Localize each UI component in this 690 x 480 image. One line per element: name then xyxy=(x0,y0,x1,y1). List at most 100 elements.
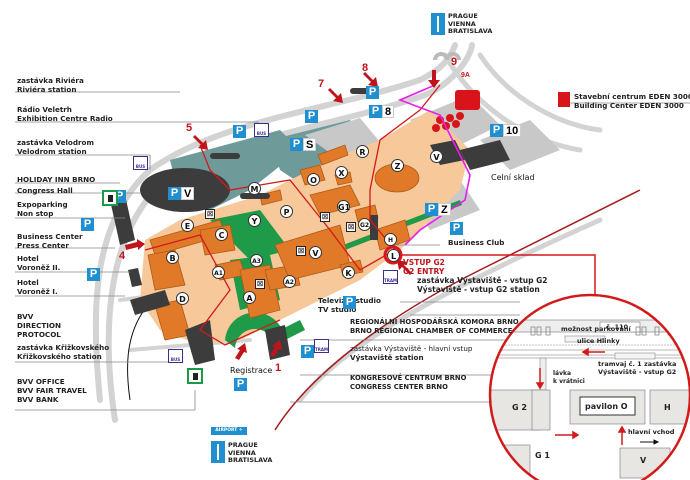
inset-g2: G 2 xyxy=(512,403,527,412)
restaurant-icon: ⊠ xyxy=(255,279,265,289)
gate-1: 1 xyxy=(275,362,282,374)
pavilion-m[interactable]: P xyxy=(280,205,293,218)
pavilion-e[interactable]: E xyxy=(181,219,194,232)
gate-arrows xyxy=(125,70,440,360)
highway-interchange xyxy=(433,52,461,61)
parking-sign[interactable]: P xyxy=(366,86,379,99)
restaurant-icon: ⊠ xyxy=(296,246,306,256)
label-celni-sklad: Celní sklad xyxy=(491,173,535,182)
pavilion-b[interactable]: B xyxy=(166,251,179,264)
parking-lot-s[interactable]: P xyxy=(290,138,303,151)
pavilion-z[interactable]: Z xyxy=(391,159,404,172)
parking-lot-v[interactable]: P xyxy=(168,187,181,200)
tram-stop-icon: TRAM xyxy=(314,339,329,353)
pavilion-h[interactable]: K xyxy=(342,266,355,279)
bus-stop-icon: BUS xyxy=(133,156,148,170)
pavilion-a1[interactable]: A1 xyxy=(212,266,225,279)
pavilion-f[interactable]: G1 xyxy=(337,200,350,213)
restaurant-icon: ⊠ xyxy=(320,212,330,222)
highway-sign-icon xyxy=(431,13,445,35)
label-holiday-inn: HOLIDAY INN BRNO xyxy=(17,175,96,184)
parking-lot-v-label: V xyxy=(181,187,195,200)
pavilion-x[interactable]: X xyxy=(335,166,348,179)
inset-v: V xyxy=(640,456,647,465)
pavilion-v[interactable]: V xyxy=(309,246,322,259)
parking-sign[interactable]: P xyxy=(87,268,100,281)
pavilion-o[interactable]: L xyxy=(387,249,400,262)
route-red-2 xyxy=(144,234,281,346)
inset-g1: G 1 xyxy=(535,451,550,460)
parking-lot-8[interactable]: P xyxy=(369,105,382,118)
pavilion-a[interactable]: A xyxy=(243,291,256,304)
gate-9a: 9A xyxy=(461,72,470,79)
pavilion-r[interactable]: V xyxy=(430,150,443,163)
inset-street: ulice Hlinky xyxy=(577,337,620,345)
label-business-club: Business Club xyxy=(448,238,505,247)
parking-lot-10-label: 10 xyxy=(503,124,522,137)
gate-7: 7 xyxy=(318,78,325,90)
bus-stop-icon: BUS xyxy=(254,123,269,137)
parking-lot-z-label: Z xyxy=(438,203,451,216)
airport-sign: AIRPORT ✈ xyxy=(211,427,247,435)
parking-sign[interactable]: P xyxy=(450,222,463,235)
parking-lot-10[interactable]: P xyxy=(490,124,503,137)
parking-sign[interactable]: P xyxy=(301,345,314,358)
pavilion-k[interactable]: M xyxy=(248,182,261,195)
parking-sign[interactable]: P xyxy=(233,125,246,138)
inset-building-no: č. 110 xyxy=(606,323,629,331)
inset-main-entry: hlavní vchod xyxy=(628,428,675,436)
pavilion-a2[interactable]: A2 xyxy=(283,275,296,288)
pavilion-g2[interactable]: H xyxy=(384,233,397,246)
restaurant-icon: ⊠ xyxy=(346,222,356,232)
gas-station-icon xyxy=(187,368,203,384)
pavilion-l[interactable]: O xyxy=(307,173,320,186)
gate-4: 4 xyxy=(119,250,126,262)
inset-detail xyxy=(488,293,690,480)
gate-9: 9 xyxy=(451,56,458,68)
route-red xyxy=(199,84,441,271)
route-magenta xyxy=(397,84,471,246)
pavilion-d[interactable]: D xyxy=(176,292,189,305)
inset-parking: možnost parkování xyxy=(561,325,631,333)
parking-lot-8-label: 8 xyxy=(382,105,395,118)
tram-line xyxy=(274,189,641,431)
parking-sign[interactable]: P xyxy=(81,218,94,231)
parking-sign[interactable]: P xyxy=(343,296,356,309)
label-registrace: Registrace xyxy=(230,366,273,375)
gas-station-icon xyxy=(102,190,118,206)
pavilion-p[interactable]: R xyxy=(356,145,369,158)
pavilion-g1[interactable]: G2 xyxy=(358,218,371,231)
gate-5: 5 xyxy=(186,122,193,134)
eden-buildings xyxy=(432,90,480,132)
pavilion-a3[interactable]: A3 xyxy=(250,254,263,267)
parking-sign[interactable]: P xyxy=(305,110,318,123)
parking-lot-z[interactable]: P xyxy=(425,203,438,216)
inset-pavilion-o: pavilon O xyxy=(585,402,628,411)
pavilion-c[interactable]: C xyxy=(215,228,228,241)
inset-h: H xyxy=(664,403,671,412)
dark-buildings xyxy=(110,88,510,365)
pavilion-y[interactable]: Y xyxy=(248,214,261,227)
leader-lines xyxy=(15,91,690,411)
restaurant-icon: ⊠ xyxy=(205,209,215,219)
parking-lot-s-label: S xyxy=(303,138,317,151)
parking-sign[interactable]: P xyxy=(234,378,247,391)
bus-stop-icon: BUS xyxy=(168,349,183,363)
eden-logo-icon xyxy=(558,92,570,107)
